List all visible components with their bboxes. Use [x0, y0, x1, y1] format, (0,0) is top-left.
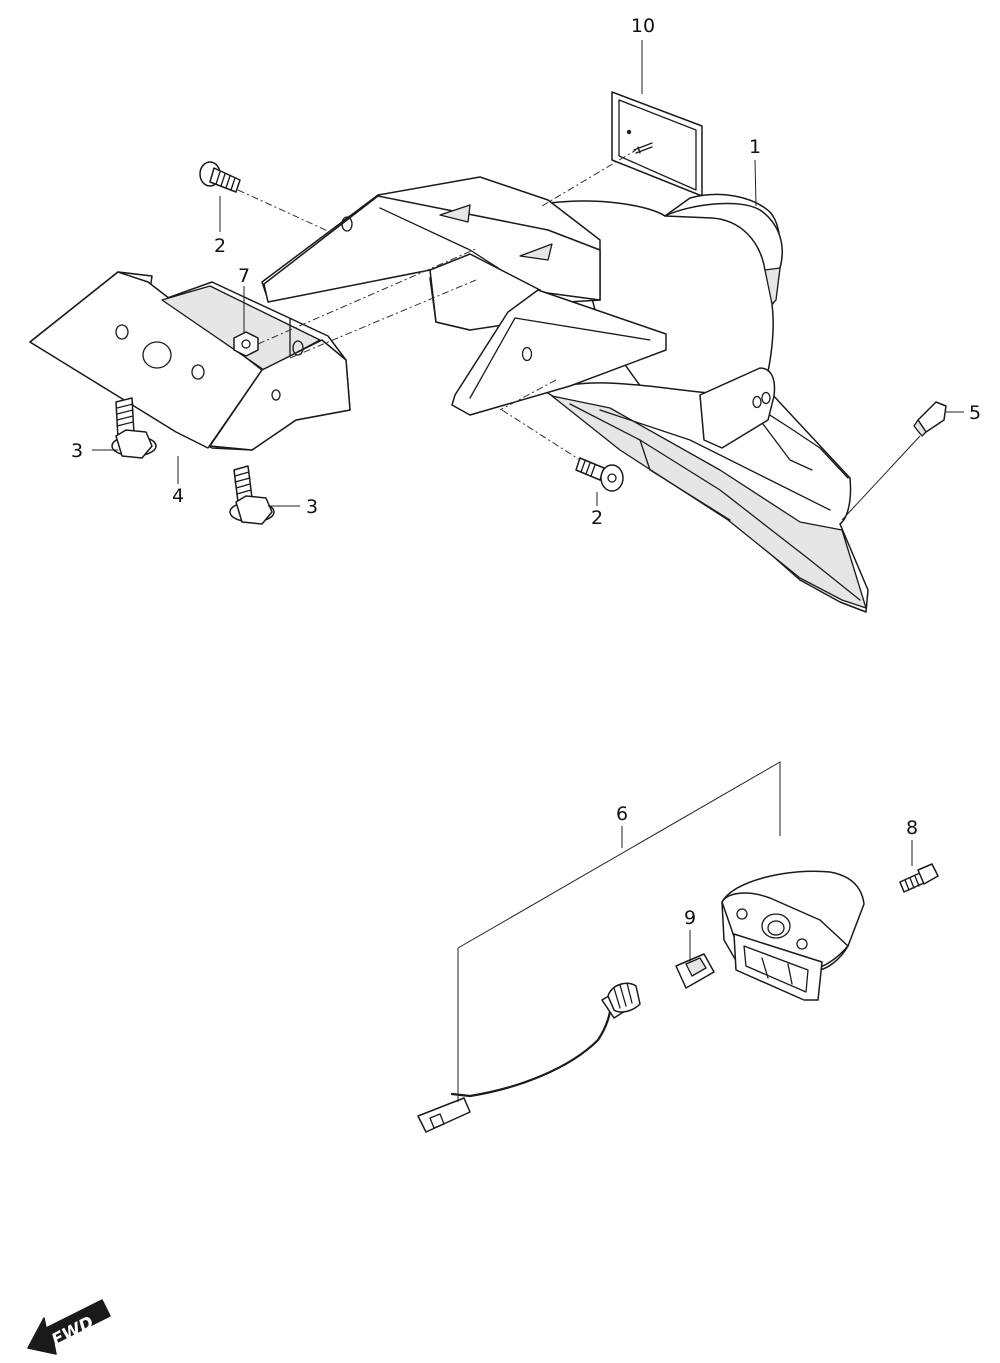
- license-bracket: [29, 271, 351, 451]
- callout-labels: 10 1 2 7 3 4 3 2 5 6 8 9: [71, 15, 981, 929]
- reflector-plate: [611, 91, 703, 197]
- rear-fender: [541, 193, 869, 613]
- socket-harness: [417, 982, 641, 1133]
- callout-5: 5: [969, 402, 981, 424]
- cap-5: [913, 401, 947, 437]
- callout-10: 10: [631, 15, 655, 37]
- callout-8: 8: [906, 817, 918, 839]
- callout-3-right: 3: [306, 496, 318, 518]
- assembly-lines: [237, 149, 921, 521]
- flange-bolt-3-left: [111, 397, 157, 459]
- group-bracket-line: [457, 761, 781, 949]
- callout-6: 6: [616, 803, 628, 825]
- callout-9: 9: [684, 907, 696, 929]
- bulb-9: [675, 953, 715, 989]
- callout-2-lower: 2: [591, 507, 603, 529]
- screw-2-lower: [575, 457, 624, 492]
- callout-4: 4: [172, 485, 184, 507]
- screw-8: [899, 863, 939, 893]
- leader-lines: [92, 40, 964, 962]
- callout-3-left: 3: [71, 440, 83, 462]
- callout-2-upper: 2: [214, 235, 226, 257]
- nut-7: [233, 331, 259, 357]
- fwd-direction-arrow: FWD: [27, 1299, 111, 1355]
- flange-bolt-3-right: [229, 465, 275, 525]
- callout-7: 7: [238, 265, 250, 287]
- callout-1: 1: [749, 136, 761, 158]
- tail-light-housing: [721, 870, 865, 1001]
- screw-2-upper: [199, 161, 241, 193]
- mounting-bracket-frame: [261, 176, 667, 416]
